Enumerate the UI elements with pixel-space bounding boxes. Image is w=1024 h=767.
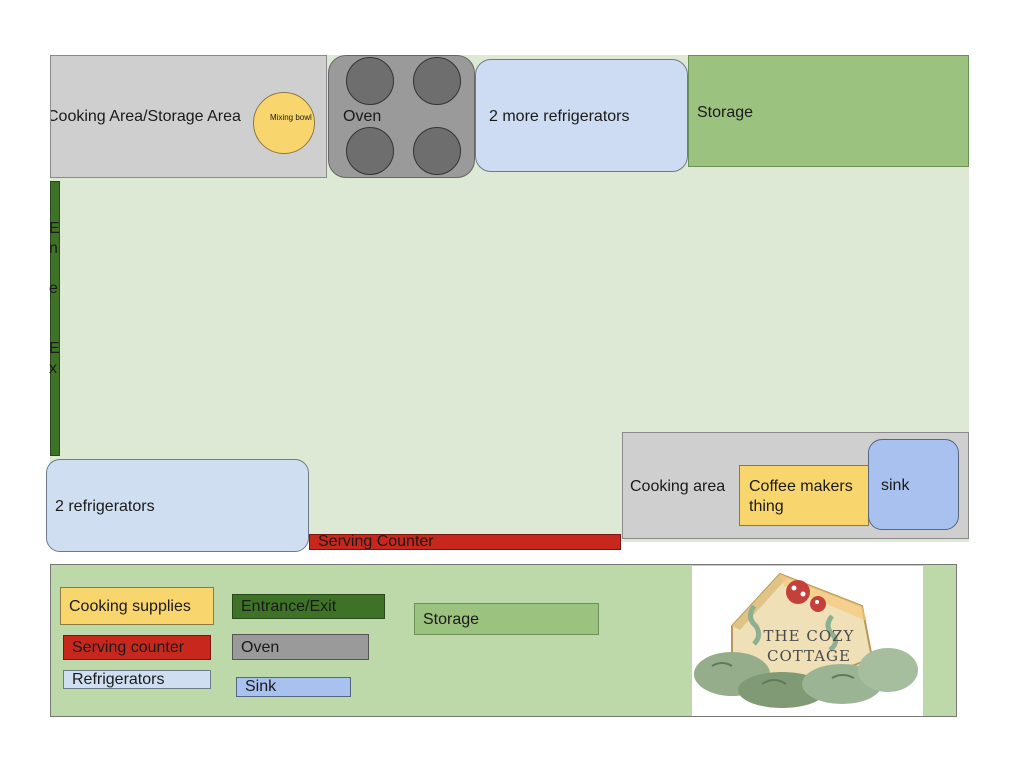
coffee-makers: Coffee makers thing: [739, 465, 869, 526]
sink: sink: [868, 439, 959, 530]
entrance-letter: e: [49, 280, 58, 297]
burner-bottom-left: [346, 127, 394, 175]
legend-refrigerators: Refrigerators: [63, 670, 211, 689]
oven-label: Oven: [343, 108, 382, 125]
cooking-area-label: Cooking area: [630, 478, 726, 495]
storage-label: Storage: [697, 104, 754, 121]
legend-storage: Storage: [414, 603, 599, 635]
burner-top-right: [413, 57, 461, 105]
burner-bottom-right: [413, 127, 461, 175]
two-refrigerators: 2 refrigerators: [46, 459, 309, 552]
legend-oven: Oven: [232, 634, 369, 660]
legend-entrance-exit: Entrance/Exit: [232, 594, 385, 619]
two-more-refrigerators: 2 more refrigerators: [475, 59, 688, 172]
storage-area: Storage: [688, 55, 969, 167]
legend-sink: Sink: [236, 677, 351, 697]
burner-top-left: [346, 57, 394, 105]
entrance-letter: E: [49, 220, 60, 237]
two-refrigerators-label: 2 refrigerators: [55, 498, 155, 515]
two-more-refrigerators-label: 2 more refrigerators: [489, 108, 630, 125]
cozy-cottage-logo: THE COZY COTTAGE: [692, 566, 923, 716]
legend-cooking-supplies: Cooking supplies: [60, 587, 214, 625]
oven: Oven: [328, 55, 475, 178]
mixing-bowl: Mixing bowl: [253, 92, 315, 154]
entrance-exit: E n e E x: [49, 181, 60, 456]
entrance-letter: E: [49, 340, 60, 357]
legend-serving-counter: Serving counter: [63, 635, 211, 660]
logo-text: THE COZY COTTAGE: [763, 627, 855, 665]
entrance-letter: n: [49, 240, 58, 257]
cheese-house-logo-icon: [694, 572, 918, 708]
cooking-storage-area-label: Cooking Area/Storage Area: [50, 108, 241, 125]
entrance-letter: x: [49, 360, 57, 377]
serving-counter: Serving Counter: [309, 534, 621, 550]
